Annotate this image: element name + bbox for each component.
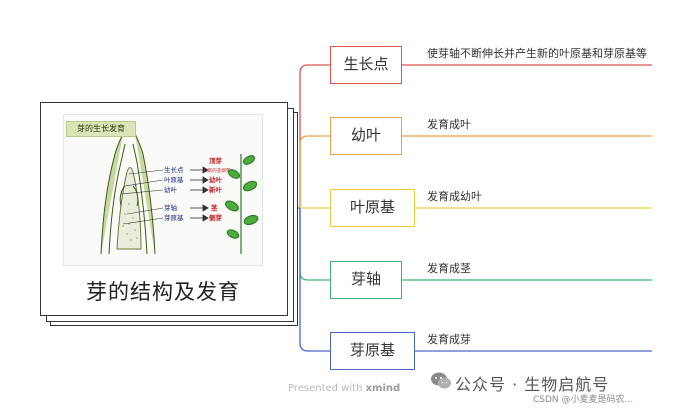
note-leaf-primordium: 发育成幼叶: [427, 190, 482, 203]
fig-label-leaf-primordium: 叶原基: [164, 175, 184, 184]
topic-growing-point[interactable]: 生长点: [330, 46, 402, 84]
topic-label: 芽原基: [349, 341, 395, 359]
xmind-brand: xmind: [365, 383, 401, 394]
fig-label-bud-primordium: 芽原基: [164, 213, 184, 222]
central-topic-title: 芽的结构及发育: [86, 280, 240, 304]
fig-label-bud-axis: 芽轴: [164, 203, 178, 212]
fig-label-growing-point: 生长点: [164, 165, 184, 174]
presented-prefix: Presented with: [288, 383, 363, 394]
note-bud-axis: 发育成茎: [427, 262, 471, 275]
fig-label-new-stem-bud: (新的茎端芽): [206, 167, 232, 174]
topic-bud-primordium[interactable]: 芽原基: [330, 332, 415, 370]
figure-title: 芽的生长发育: [66, 121, 136, 137]
account-name: 公众号 · 生物启航号: [455, 375, 610, 394]
fig-label-terminal-bud: 顶芽: [209, 156, 223, 165]
branch-connector: [299, 64, 330, 208]
topic-bud-axis[interactable]: 芽轴: [330, 261, 402, 299]
note-bud-primordium: 发育成芽: [427, 333, 471, 346]
bud-section: [100, 133, 156, 255]
topic-label: 幼叶: [350, 126, 381, 144]
fig-label-stem: 茎: [211, 203, 218, 212]
topic-label: 生长点: [343, 55, 389, 73]
topic-young-leaf[interactable]: 幼叶: [330, 117, 402, 155]
fig-label-young-leaf: 幼叶: [164, 185, 178, 194]
topic-leaf-primordium[interactable]: 叶原基: [330, 189, 415, 227]
bud-diagram-illustration: 生长点 叶原基 幼叶 芽轴 芽原基 顶芽 (新的茎端芽) 幼叶 新叶 茎 侧芽: [100, 133, 259, 255]
note-young-leaf: 发育成叶: [427, 118, 471, 131]
fig-label-lateral-bud: 侧芽: [209, 213, 223, 222]
fig-label-right-young-leaf: 幼叶: [209, 175, 223, 184]
fig-label-new-leaf: 新叶: [209, 185, 223, 194]
branch-connector: [299, 208, 330, 352]
presented-with-xmind: Presented with xmind: [288, 383, 400, 394]
branch-connector: [299, 208, 330, 281]
wechat-icon: [431, 372, 451, 389]
csdn-credit: CSDN @小麦麦是码农...: [533, 395, 634, 405]
seedling: [225, 154, 259, 254]
topic-label: 芽轴: [350, 270, 381, 288]
branch-connector: [299, 135, 330, 208]
topic-label: 叶原基: [349, 198, 395, 216]
note-growing-point: 使芽轴不断伸长并产生新的叶原基和芽原基等: [427, 47, 647, 60]
